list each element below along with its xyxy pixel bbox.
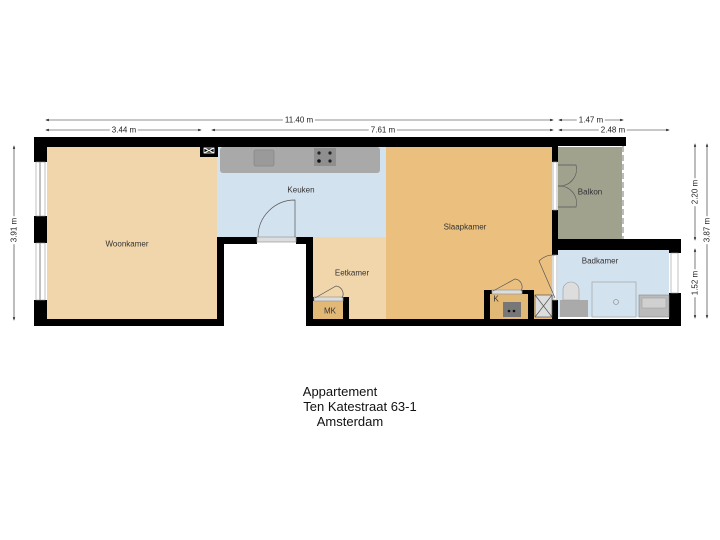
dim-right-balkon: 2.20 m: [690, 177, 700, 207]
room-mk: [313, 300, 343, 319]
room-woonkamer: [47, 147, 217, 319]
dim-top-balkon: 1.47 m: [576, 115, 606, 125]
kitchen-counter: [220, 147, 380, 173]
balkon-door: [552, 161, 577, 211]
boiler-icon: [503, 302, 521, 317]
label-mk: MK: [324, 306, 336, 316]
keuken-door: [256, 199, 297, 243]
dim-top-total: 11.40 m: [282, 115, 316, 125]
dim-top-middle: 7.61 m: [368, 125, 398, 135]
k-door: [491, 278, 523, 295]
window-badkamer: [670, 252, 679, 294]
label-keuken: Keuken: [287, 185, 315, 195]
dim-right-total: 3.87 m: [702, 215, 712, 245]
label-balkon: Balkon: [577, 187, 603, 197]
label-k: K: [493, 294, 499, 304]
caption-title: Appartement: [302, 384, 378, 399]
stove-icon: [314, 148, 336, 166]
label-eetkamer: Eetkamer: [334, 268, 370, 278]
caption-city: Amsterdam: [316, 414, 384, 429]
label-slaapkamer: Slaapkamer: [443, 222, 487, 232]
window-left: [35, 161, 46, 301]
label-woonkamer: Woonkamer: [105, 239, 149, 249]
dim-top-woonkamer: 3.44 m: [109, 125, 139, 135]
dim-left-height: 3.91 m: [9, 215, 19, 245]
caption-address: Ten Katestraat 63-1: [303, 399, 417, 414]
badkamer-door: [538, 254, 558, 301]
walls: [34, 137, 681, 326]
dim-top-right: 2.48 m: [598, 125, 628, 135]
kitchen-sink-icon: [253, 149, 275, 167]
dim-right-badkamer: 1.52 m: [690, 268, 700, 298]
mk-door: [313, 285, 344, 302]
room-balkon: [558, 147, 622, 239]
label-badkamer: Badkamer: [581, 256, 619, 266]
toilet-icon: [560, 281, 588, 317]
shower-area: [591, 281, 637, 318]
shower-head-icon: [613, 299, 619, 305]
